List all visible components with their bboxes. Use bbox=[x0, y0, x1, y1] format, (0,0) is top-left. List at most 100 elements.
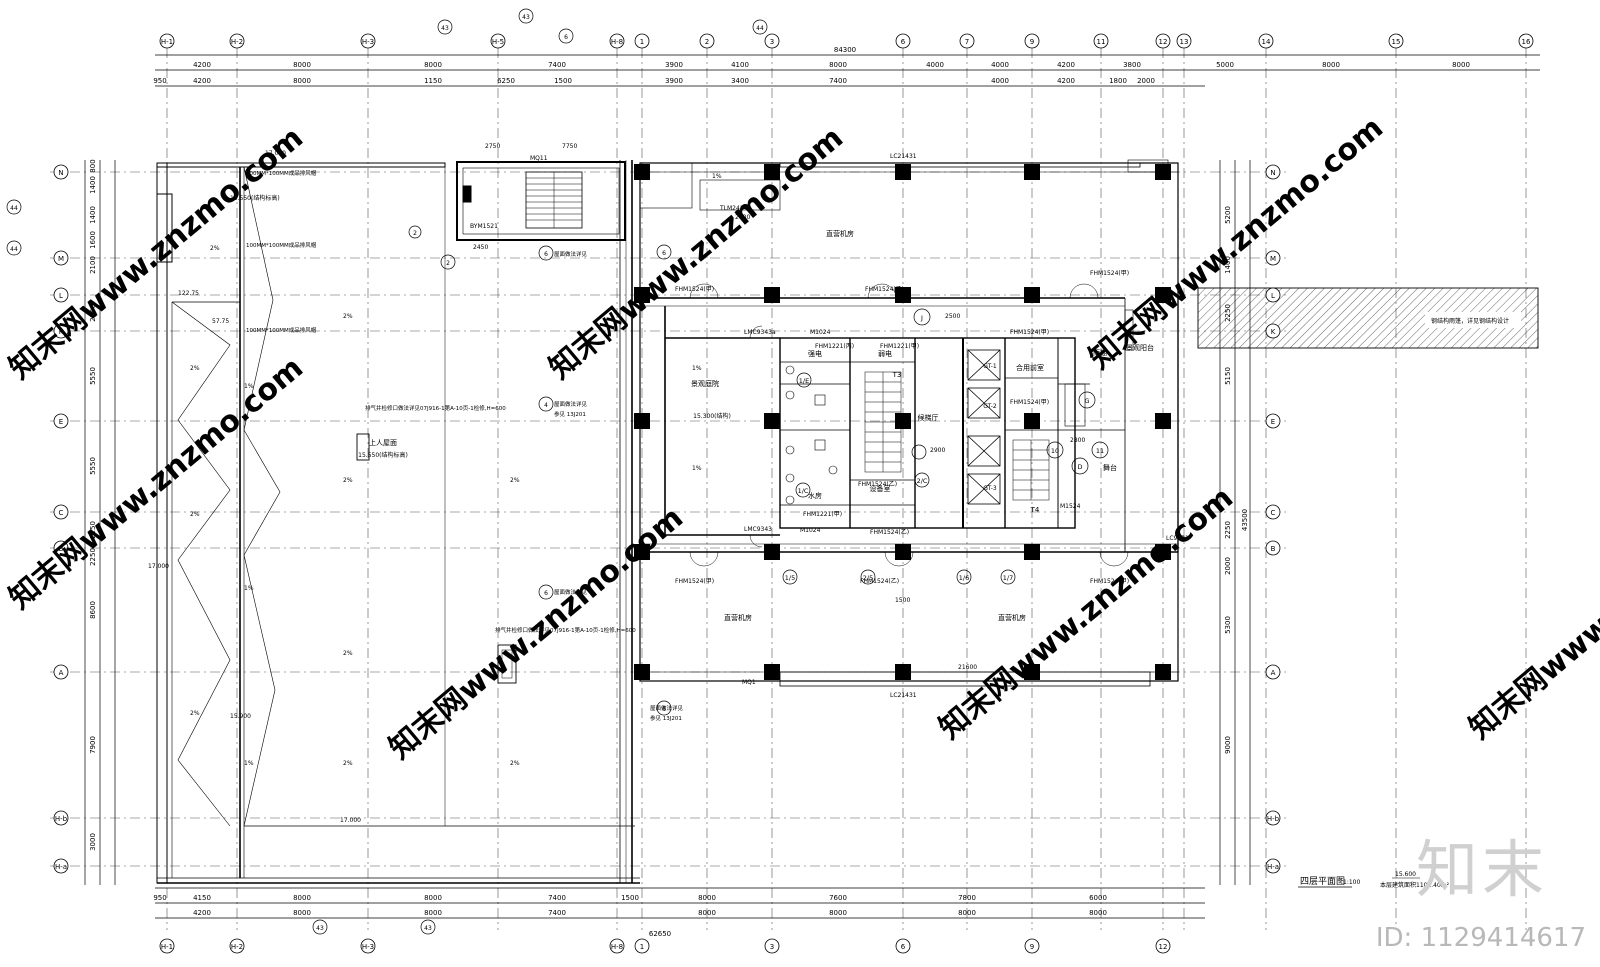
column-11 bbox=[895, 287, 911, 303]
axis-bottom-1: H-2 bbox=[229, 938, 245, 954]
svg-text:3: 3 bbox=[770, 943, 774, 951]
slope-2: 2% bbox=[343, 313, 353, 320]
dim-bottom2-1: 8000 bbox=[293, 909, 311, 917]
dim-bottom1-0: 950 bbox=[153, 894, 166, 902]
grid-lines bbox=[50, 48, 1527, 930]
column-3 bbox=[634, 544, 650, 560]
subgrid-1c: 1/C bbox=[798, 487, 809, 495]
dim-bottom2-5: 8000 bbox=[829, 909, 847, 917]
ref-circle-i: 43 bbox=[522, 14, 530, 21]
axis-left-4: E bbox=[53, 413, 69, 429]
svg-text:15: 15 bbox=[1392, 38, 1401, 46]
room-garden: 景观庭院 bbox=[691, 379, 719, 388]
image-id: ID: 1129414617 bbox=[1375, 923, 1586, 953]
drawing-scale: 1:100 bbox=[1343, 879, 1360, 886]
tag-tlm: TLM2424 bbox=[719, 205, 748, 212]
dim-row1-2: 8000 bbox=[424, 61, 442, 69]
ref-circle-j: 6 bbox=[564, 34, 568, 41]
column-15 bbox=[1024, 164, 1040, 180]
axis-right-9: H-a bbox=[1265, 858, 1281, 874]
dim-row1-10: 3800 bbox=[1123, 61, 1141, 69]
svg-text:12: 12 bbox=[1159, 38, 1168, 46]
room-lobby: 合用前室 bbox=[1016, 363, 1044, 372]
level-17: 17.000 bbox=[265, 150, 286, 157]
dim-bottom1-1: 4150 bbox=[193, 894, 211, 902]
room-labels: 上人屋面 15.550(结构标高) 15.550(结构标高) 直营机房 直营机房… bbox=[230, 194, 1509, 622]
dim-bottom2-0: 4200 bbox=[193, 909, 211, 917]
dim-right-6: 5300 bbox=[1224, 616, 1232, 634]
axis-top-14: 14 bbox=[1258, 33, 1274, 49]
room-stage: 舞台 bbox=[1103, 463, 1117, 472]
svg-text:H-1: H-1 bbox=[161, 943, 173, 951]
axis-bottom-8: 12 bbox=[1155, 938, 1171, 954]
dim-21600: 21600 bbox=[958, 664, 977, 671]
column-17 bbox=[1024, 413, 1040, 429]
dim-right-1: 1400 bbox=[1224, 256, 1232, 274]
column-23 bbox=[1155, 544, 1171, 560]
svg-text:M: M bbox=[58, 255, 64, 263]
svg-text:H-8: H-8 bbox=[611, 943, 623, 951]
subgrid-1e: 1/E bbox=[799, 377, 809, 385]
axis-right-7: A bbox=[1265, 664, 1281, 680]
ref-circle-g: 43 bbox=[316, 925, 324, 932]
svg-text:3: 3 bbox=[770, 38, 774, 46]
room-power: 强电 bbox=[808, 349, 822, 358]
axis-top-7: 3 bbox=[764, 33, 780, 49]
subgrid-J: J bbox=[920, 314, 923, 322]
column-13 bbox=[895, 544, 911, 560]
tag-fhm-b: FHM1221(丙) bbox=[815, 343, 854, 350]
dim-left-12: 3000 bbox=[89, 833, 97, 851]
note-roof-1: 屋面做法详见 bbox=[554, 400, 588, 408]
axis-right-3: K bbox=[1265, 323, 1281, 339]
svg-text:B: B bbox=[59, 545, 64, 553]
dim-bottom1-5: 1500 bbox=[621, 894, 639, 902]
axis-right-1: M bbox=[1265, 250, 1281, 266]
column-16 bbox=[1024, 287, 1040, 303]
dim-bottom1-3: 8000 bbox=[424, 894, 442, 902]
total-dim-right: 43500 bbox=[1241, 509, 1249, 531]
subgrid-16: 1/6 bbox=[959, 574, 969, 582]
slope-8: 2% bbox=[190, 710, 200, 717]
axis-top-9: 7 bbox=[959, 33, 975, 49]
roof-level: 15.550(结构标高) bbox=[358, 451, 408, 459]
svg-text:H-a: H-a bbox=[55, 863, 67, 871]
column-24 bbox=[1155, 664, 1171, 680]
axis-left-5: C bbox=[53, 504, 69, 520]
dim-right-3: 5150 bbox=[1224, 367, 1232, 385]
dim-row2-3: 1150 bbox=[424, 77, 442, 85]
slope-16: 1% bbox=[692, 365, 702, 372]
detail-refs bbox=[6, 8, 768, 935]
dim-bottom2-7: 8000 bbox=[1089, 909, 1107, 917]
axis-bottom-7: 9 bbox=[1024, 938, 1040, 954]
note-dh-2: 参见 13J201 bbox=[650, 714, 682, 722]
axis-left-8: H-b bbox=[53, 810, 69, 826]
dim-row1-12: 8000 bbox=[1322, 61, 1340, 69]
svg-text:H-b: H-b bbox=[1267, 815, 1280, 823]
room-canopy: 雨棚 bbox=[1093, 348, 1107, 357]
dim-row2-2: 8000 bbox=[293, 77, 311, 85]
dim-left-6: 5550 bbox=[89, 367, 97, 385]
dim-row1-9: 4200 bbox=[1057, 61, 1075, 69]
dim-row1-11: 5000 bbox=[1216, 61, 1234, 69]
sub-grid-markers bbox=[782, 308, 1109, 585]
dim-left-5: 2250 bbox=[89, 304, 97, 322]
axis-top-6: 2 bbox=[699, 33, 715, 49]
svg-text:H-3: H-3 bbox=[362, 38, 374, 46]
slope-14: 1% bbox=[692, 465, 702, 472]
dim-2500: 2500 bbox=[945, 313, 960, 320]
dim-right-7: 9000 bbox=[1224, 736, 1232, 754]
slope-12: 1% bbox=[244, 585, 254, 592]
dimension-lines bbox=[84, 54, 1540, 919]
ref-circle-o: 2 bbox=[413, 230, 417, 237]
svg-text:E: E bbox=[59, 418, 63, 426]
ref-circle-d: 6 bbox=[544, 590, 548, 597]
column-4 bbox=[634, 664, 650, 680]
structural-columns bbox=[634, 164, 1171, 680]
svg-text:9: 9 bbox=[1030, 38, 1034, 46]
dim-row2-7: 3400 bbox=[731, 77, 749, 85]
axis-left-3: K bbox=[53, 323, 69, 339]
column-10 bbox=[895, 164, 911, 180]
canopy-note: 钢结构雨篷，详见钢结构设计 bbox=[1431, 317, 1509, 325]
dim-left-8: 2250 bbox=[89, 521, 97, 539]
elevator-gt3: GT-3 bbox=[983, 485, 997, 492]
